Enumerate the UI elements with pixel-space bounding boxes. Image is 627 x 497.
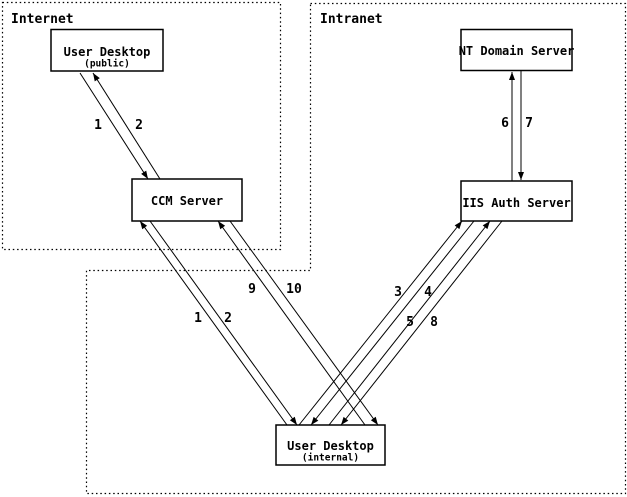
node-user-desktop-internal: User Desktop (internal) bbox=[275, 424, 386, 466]
intranet-zone-label: Intranet bbox=[320, 12, 383, 27]
node-user-desktop-public: User Desktop (public) bbox=[50, 28, 164, 72]
user-desktop-internal-box bbox=[275, 424, 386, 466]
flow-arrow-10-ccm-to-internal bbox=[229, 220, 379, 426]
flow-label-3: 3 bbox=[394, 285, 402, 300]
flow-label-2-public: 2 bbox=[135, 118, 143, 133]
flow-arrow-2-ccm-to-public bbox=[92, 72, 161, 180]
flow-arrow-1-internal-to-ccm bbox=[139, 220, 288, 426]
flow-arrow-3-internal-to-iis bbox=[298, 220, 463, 426]
flow-label-5: 5 bbox=[406, 315, 414, 330]
ccm-server-title: CCM Server bbox=[151, 194, 223, 208]
flow-label-1-public: 1 bbox=[94, 118, 102, 133]
flow-arrow-2-ccm-to-internal bbox=[149, 220, 298, 426]
nt-domain-server-title: NT Domain Server bbox=[459, 44, 575, 58]
intranet-zone-border bbox=[85, 2, 627, 495]
node-nt-domain-server: NT Domain Server bbox=[459, 28, 575, 72]
flow-label-8: 8 bbox=[430, 315, 438, 330]
node-iis-auth-server: IIS Auth Server bbox=[460, 180, 573, 222]
flow-arrow-9-internal-to-ccm bbox=[217, 220, 366, 426]
nt-domain-server-box bbox=[460, 28, 573, 72]
flow-label-9: 9 bbox=[248, 282, 256, 297]
user-desktop-public-box bbox=[50, 28, 164, 72]
internet-zone-border bbox=[1, 1, 282, 251]
flow-label-6: 6 bbox=[501, 116, 509, 131]
internet-zone-label: Internet bbox=[11, 12, 74, 27]
iis-auth-server-box bbox=[460, 180, 573, 222]
user-desktop-internal-title: User Desktop bbox=[287, 439, 374, 453]
flow-arrow-5-internal-to-iis bbox=[328, 220, 491, 426]
flow-label-1-internal: 1 bbox=[194, 311, 202, 326]
flow-label-10: 10 bbox=[286, 282, 302, 297]
node-ccm-server: CCM Server bbox=[131, 178, 243, 222]
flow-label-7: 7 bbox=[525, 116, 533, 131]
flow-arrow-1-public-to-ccm bbox=[79, 72, 149, 180]
iis-auth-server-title: IIS Auth Server bbox=[462, 196, 570, 210]
flow-label-2-internal: 2 bbox=[224, 311, 232, 326]
user-desktop-internal-subtitle: (internal) bbox=[302, 453, 359, 464]
flow-arrow-8-iis-to-internal bbox=[340, 220, 503, 426]
ccm-server-box bbox=[131, 178, 243, 222]
flow-label-4: 4 bbox=[424, 285, 432, 300]
flow-arrow-4-iis-to-internal bbox=[310, 220, 475, 426]
user-desktop-public-title: User Desktop bbox=[64, 45, 151, 59]
user-desktop-public-subtitle: (public) bbox=[84, 59, 130, 70]
